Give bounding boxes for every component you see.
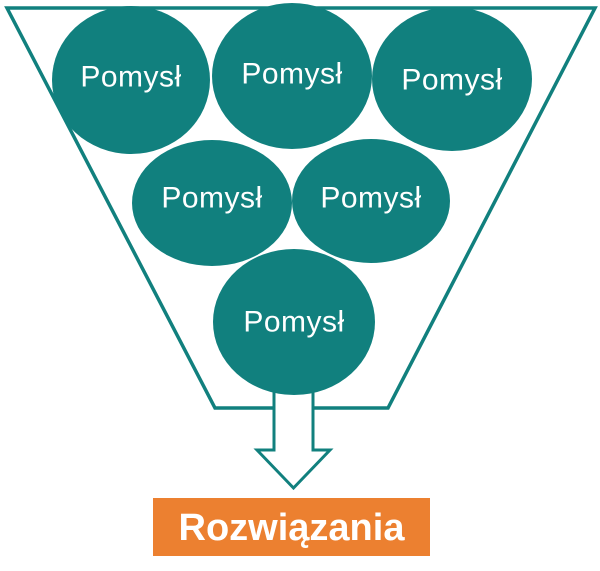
idea-circle: [372, 7, 532, 151]
funnel-outline: [4, 6, 598, 410]
idea-circle: [132, 140, 292, 266]
idea-circle-label: Pomysł: [320, 182, 421, 215]
solutions-label: Rozwiązania: [179, 507, 406, 549]
idea-circle: [212, 3, 372, 149]
idea-circle-label: Pomysł: [80, 61, 181, 94]
idea-circle-label: Pomysł: [241, 58, 342, 91]
down-arrow-icon: [253, 384, 334, 491]
idea-circle-label: Pomysł: [161, 182, 262, 215]
idea-circle-label: Pomysł: [401, 64, 502, 97]
idea-circle: [213, 249, 375, 395]
idea-circle: [52, 6, 210, 154]
idea-circle-label: Pomysł: [243, 306, 344, 339]
idea-circle: [292, 139, 450, 263]
solutions-box: [153, 498, 430, 556]
